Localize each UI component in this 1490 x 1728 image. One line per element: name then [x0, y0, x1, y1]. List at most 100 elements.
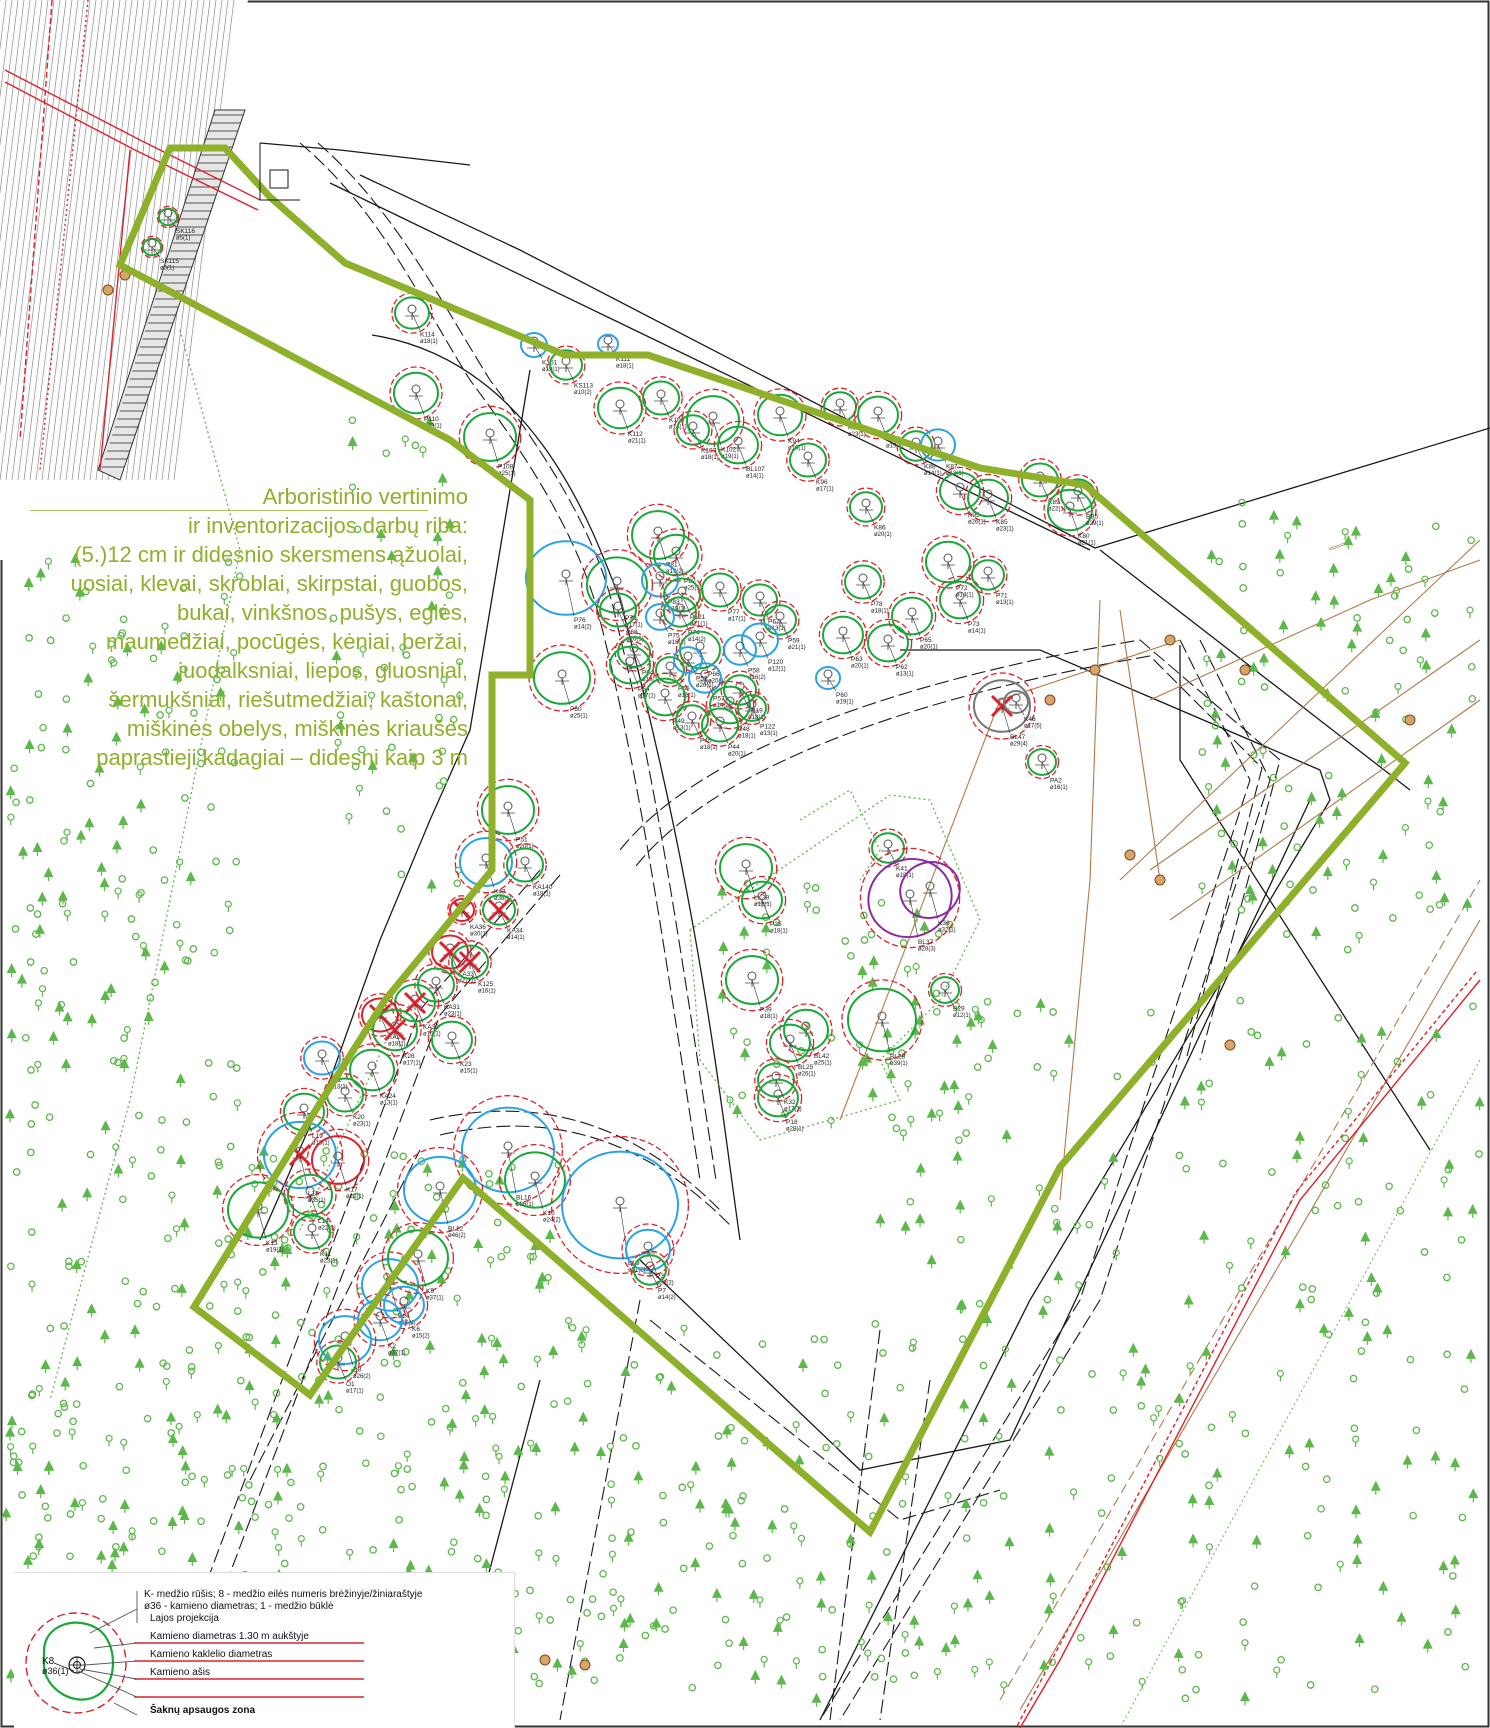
tree-diameter: ø19(1)	[836, 699, 854, 705]
crown-projection	[867, 623, 909, 663]
tree-diameter: ø17(1)	[625, 623, 643, 629]
caption-line: bukai, vinkšnos, pušys, eglės,	[176, 600, 468, 625]
tree-label: L15	[308, 1190, 319, 1197]
crown-projection	[361, 997, 399, 1033]
tree-label: P57	[713, 695, 725, 702]
crown-projection	[263, 1120, 337, 1190]
tree-label: P58	[748, 667, 760, 674]
tree-diameter: ø16(1)	[478, 989, 496, 995]
tree-diameter: ø13(1)	[896, 672, 914, 678]
crown-projection	[617, 636, 651, 668]
tree-label: B29	[953, 1006, 965, 1013]
root-protection-zone	[672, 700, 712, 740]
tree-label: BL28	[890, 1054, 906, 1061]
tree-label: P76	[574, 617, 586, 624]
root-protection-zone	[649, 528, 703, 582]
tree-diameter: ø20(1)	[708, 679, 726, 685]
crown-projection	[769, 1023, 811, 1063]
tree-diameter: ø23(1)	[320, 1259, 338, 1265]
crown-projection	[655, 656, 685, 684]
stem-icon	[835, 398, 845, 408]
crown-projection	[847, 987, 917, 1053]
stem-icon	[317, 1049, 327, 1059]
stem-icon	[687, 711, 697, 721]
crown-projection	[633, 1254, 667, 1286]
tree-label: KA140	[533, 884, 553, 891]
crown-projection	[844, 564, 882, 600]
tree-diameter: ø15(2)	[412, 1334, 430, 1340]
root-protection-zone	[859, 847, 961, 949]
tree-diameter: ø14(1)	[968, 629, 986, 635]
